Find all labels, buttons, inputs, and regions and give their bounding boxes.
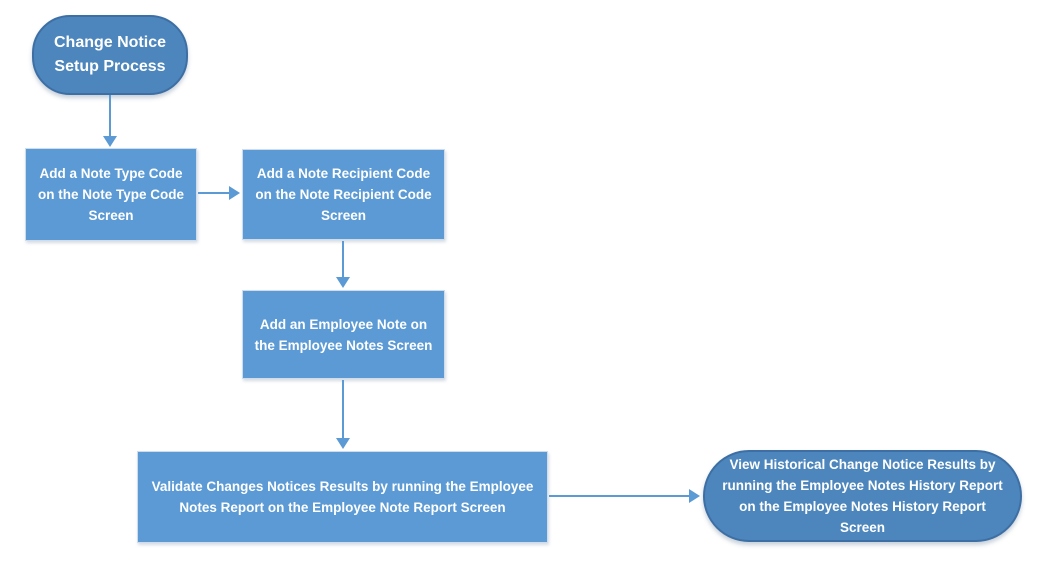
- arrowhead-down-icon: [336, 277, 350, 288]
- process-validate-change-notices-results: Validate Changes Notices Results by runn…: [137, 451, 548, 543]
- terminator-change-notice-setup-process: Change Notice Setup Process: [32, 15, 188, 95]
- arrowhead-right-icon: [229, 186, 240, 200]
- node-label: View Historical Change Notice Results by…: [722, 457, 1003, 535]
- node-label: Add a Note Recipient Code on the Note Re…: [255, 166, 432, 223]
- connector-line: [342, 380, 344, 438]
- process-add-note-recipient-code: Add a Note Recipient Code on the Note Re…: [242, 149, 445, 240]
- connector-line: [198, 192, 229, 194]
- node-label: Add a Note Type Code on the Note Type Co…: [37, 166, 184, 223]
- connector-step2-to-step3: [336, 241, 350, 288]
- arrowhead-down-icon: [336, 438, 350, 449]
- node-label: Add an Employee Note on the Employee Not…: [254, 316, 433, 353]
- connector-line: [549, 495, 689, 497]
- connector-step1-to-step2: [198, 186, 240, 200]
- process-add-employee-note: Add an Employee Note on the Employee Not…: [242, 290, 445, 379]
- arrowhead-down-icon: [103, 136, 117, 147]
- node-label: Validate Changes Notices Results by runn…: [151, 479, 534, 515]
- connector-line: [342, 241, 344, 277]
- connector-start-to-step1: [103, 95, 117, 147]
- terminator-view-historical-change-notice-results: View Historical Change Notice Results by…: [703, 450, 1022, 542]
- node-label: Change Notice Setup Process: [53, 34, 166, 75]
- connector-step4-to-end: [549, 489, 700, 503]
- connector-line: [109, 95, 111, 136]
- process-add-note-type-code: Add a Note Type Code on the Note Type Co…: [25, 148, 197, 241]
- arrowhead-right-icon: [689, 489, 700, 503]
- connector-step3-to-step4: [336, 380, 350, 449]
